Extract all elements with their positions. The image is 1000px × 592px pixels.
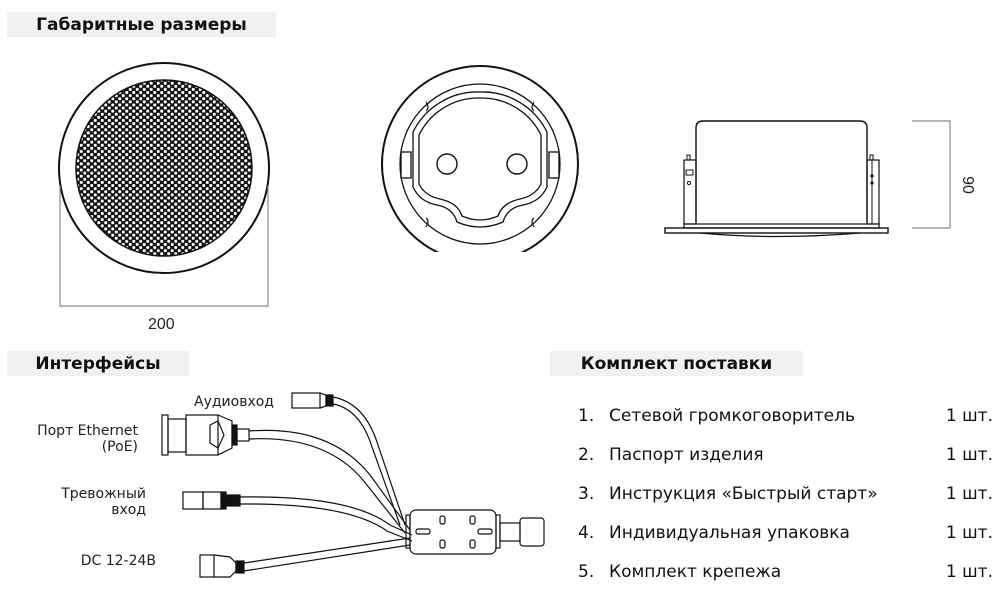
kit-item-name: Паспорт изделия xyxy=(609,444,764,465)
width-dimension-line xyxy=(59,186,269,307)
mount-hole-right xyxy=(506,153,528,175)
port-label-alarm-line1: Тревожный xyxy=(61,486,146,502)
kit-item: 4. Индивидуальная упаковка 1 шт. xyxy=(578,514,993,553)
kit-item: 3. Инструкция «Быстрый старт» 1 шт. xyxy=(578,474,993,513)
kit-item-name: Комплект крепежа xyxy=(609,562,782,583)
kit-item-qty: 1 шт. xyxy=(945,562,993,583)
right-clip xyxy=(548,151,560,179)
kit-item-number: 3. xyxy=(578,483,595,504)
port-label-ethernet-line1: Порт Ethernet xyxy=(37,423,138,439)
interfaces-title-text: Интерфейсы xyxy=(35,353,161,374)
kit-item: 1. Сетевой громкоговоритель 1 шт. xyxy=(578,396,993,435)
speaker-front-view-drawing xyxy=(58,62,270,307)
speaker-grille-mesh xyxy=(76,80,252,256)
port-label-alarm: Тревожный вход xyxy=(10,486,146,518)
dimensions-title-text: Габаритные размеры xyxy=(36,14,247,35)
kit-item-number: 1. xyxy=(578,405,595,426)
kit-item-number: 2. xyxy=(578,444,595,465)
width-dimension-label: 200 xyxy=(148,316,175,333)
speaker-side-view-drawing xyxy=(664,120,951,238)
kit-item-qty: 1 шт. xyxy=(945,523,993,544)
port-label-ethernet: Порт Ethernet (PoE) xyxy=(10,423,138,455)
kit-item-qty: 1 шт. xyxy=(945,444,993,465)
dc-power-connector-icon xyxy=(199,537,411,578)
port-label-audio: Аудиовход xyxy=(170,394,274,410)
port-label-dc: DC 12-24В xyxy=(10,553,156,569)
kit-item-qty: 1 шт. xyxy=(945,405,993,426)
kit-item-number: 5. xyxy=(578,562,595,583)
kit-list: 1. Сетевой громкоговоритель 1 шт. 2. Пас… xyxy=(578,396,993,592)
height-dimension-label: 90 xyxy=(958,176,976,194)
side-housing xyxy=(695,120,868,222)
kit-item-number: 4. xyxy=(578,523,595,544)
speaker-back-view-drawing xyxy=(381,65,579,252)
kit-item-name: Индивидуальная упаковка xyxy=(609,523,850,544)
height-dimension-line xyxy=(912,120,951,229)
kit-item: 2. Паспорт изделия 1 шт. xyxy=(578,435,993,474)
right-bracket xyxy=(866,159,880,225)
kit-item-name: Инструкция «Быстрый старт» xyxy=(609,483,878,504)
interfaces-section-title: Интерфейсы xyxy=(7,351,189,376)
cable-harness-drawing xyxy=(161,392,545,578)
side-flange xyxy=(664,227,889,234)
port-label-dc-text: DC 12-24В xyxy=(80,553,156,569)
port-label-ethernet-line2: (PoE) xyxy=(101,439,138,455)
kit-section-title: Комплект поставки xyxy=(550,351,803,376)
back-outer-rim xyxy=(381,65,579,252)
port-label-alarm-line2: вход xyxy=(111,502,146,518)
dimensions-section-title: Габаритные размеры xyxy=(7,12,276,37)
kit-item: 5. Комплект крепежа 1 шт. xyxy=(578,553,993,592)
alarm-connector-icon xyxy=(182,491,413,542)
speaker-outer-rim xyxy=(58,62,270,274)
port-label-audio-text: Аудиовход xyxy=(194,394,274,410)
rj45-connector-icon xyxy=(161,414,411,534)
junction-box-icon xyxy=(405,509,545,555)
kit-item-name: Сетевой громкоговоритель xyxy=(609,405,856,426)
left-clip xyxy=(400,151,412,179)
kit-item-qty: 1 шт. xyxy=(945,483,993,504)
back-mount-plate xyxy=(412,91,548,228)
audio-jack-icon xyxy=(291,392,406,526)
mount-hole-left xyxy=(436,153,458,175)
kit-title-text: Комплект поставки xyxy=(580,353,773,374)
